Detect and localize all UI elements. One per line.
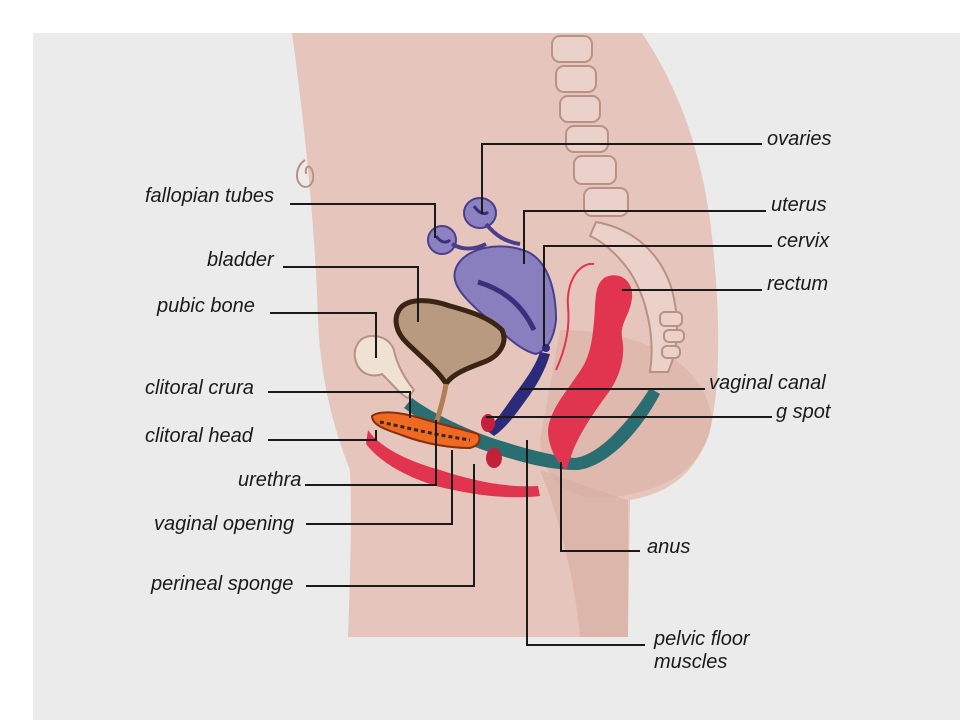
navel — [296, 159, 315, 188]
label-vaginal-opening: vaginal opening — [154, 513, 294, 535]
label-bladder: bladder — [207, 249, 275, 271]
bladder — [393, 298, 507, 390]
label-anus: anus — [647, 536, 690, 558]
label-uterus: uterus — [771, 194, 827, 216]
label-pubic-bone: pubic bone — [156, 295, 255, 317]
label-clitoral-head: clitoral head — [145, 425, 254, 447]
vaginal-canal-shape — [486, 352, 550, 436]
rectum — [548, 275, 633, 470]
label-perineal-sponge: perineal sponge — [150, 573, 293, 595]
label-fallopian-tubes: fallopian tubes — [145, 185, 274, 207]
perineal-sponge — [486, 448, 502, 468]
urethra-tube — [433, 383, 449, 425]
label-pelvic-floor-muscles-line2: muscles — [654, 651, 727, 673]
label-vaginal-canal: vaginal canal — [709, 372, 826, 394]
g-spot — [481, 414, 495, 432]
clitoris — [370, 411, 481, 450]
label-rectum: rectum — [767, 273, 828, 295]
label-clitoral-crura: clitoral crura — [145, 377, 254, 399]
label-cervix: cervix — [777, 230, 830, 252]
label-g-spot: g spot — [776, 401, 832, 423]
label-urethra: urethra — [238, 469, 301, 491]
labels: ovaries fallopian tubes uterus cervix bl… — [145, 128, 832, 673]
fallopian-tubes — [450, 222, 521, 251]
uterine-cavity — [477, 279, 537, 332]
pelvic-floor-muscles — [404, 388, 660, 470]
label-ovaries: ovaries — [767, 128, 831, 150]
spine — [551, 35, 685, 373]
label-pelvic-floor-muscles-line1: pelvic floor — [653, 628, 751, 650]
clitoral-crura — [379, 420, 471, 442]
leader-lines — [268, 143, 772, 646]
rectum-outline — [555, 262, 595, 371]
